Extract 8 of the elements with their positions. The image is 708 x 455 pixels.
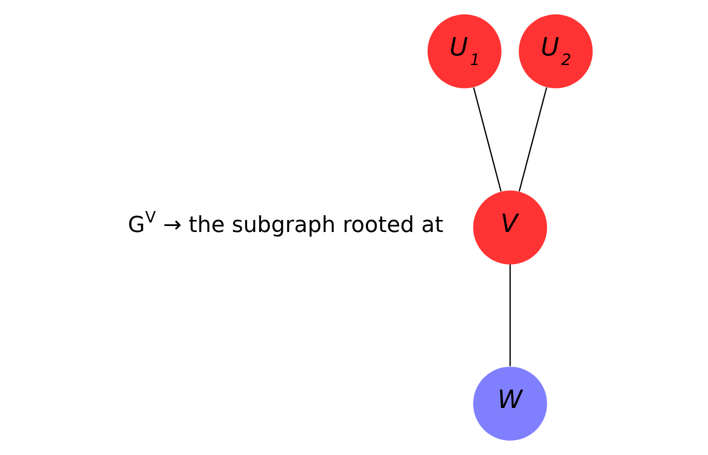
node-circle: U$_{2}$ <box>518 14 593 88</box>
connector <box>510 264 511 366</box>
connector <box>473 87 502 192</box>
node-label: G$^{V}$ → the subgraph rooted at <box>128 207 444 238</box>
node-circle: W <box>473 366 548 441</box>
node-circle: V <box>473 190 548 264</box>
connector <box>518 87 548 192</box>
node-circle: U$_{1}$ <box>428 14 502 88</box>
